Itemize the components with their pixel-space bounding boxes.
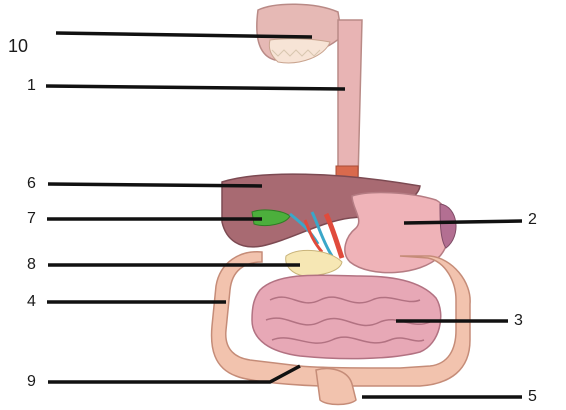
label-7: 7: [27, 211, 36, 227]
label-4: 4: [27, 294, 36, 310]
leader-line-2: [404, 221, 522, 223]
label-10: 10: [8, 38, 28, 54]
label-9: 9: [27, 374, 36, 390]
label-6: 6: [27, 176, 36, 192]
label-2: 2: [528, 212, 537, 228]
pancreas: [286, 250, 342, 276]
leader-line-6: [48, 184, 262, 186]
esophagus: [338, 20, 362, 180]
label-8: 8: [27, 257, 36, 273]
small-intestine: [252, 275, 441, 358]
label-5: 5: [528, 389, 537, 405]
leader-line-1: [46, 86, 345, 89]
label-3: 3: [514, 313, 523, 329]
label-1: 1: [27, 78, 36, 94]
mouth-region: [257, 4, 342, 63]
